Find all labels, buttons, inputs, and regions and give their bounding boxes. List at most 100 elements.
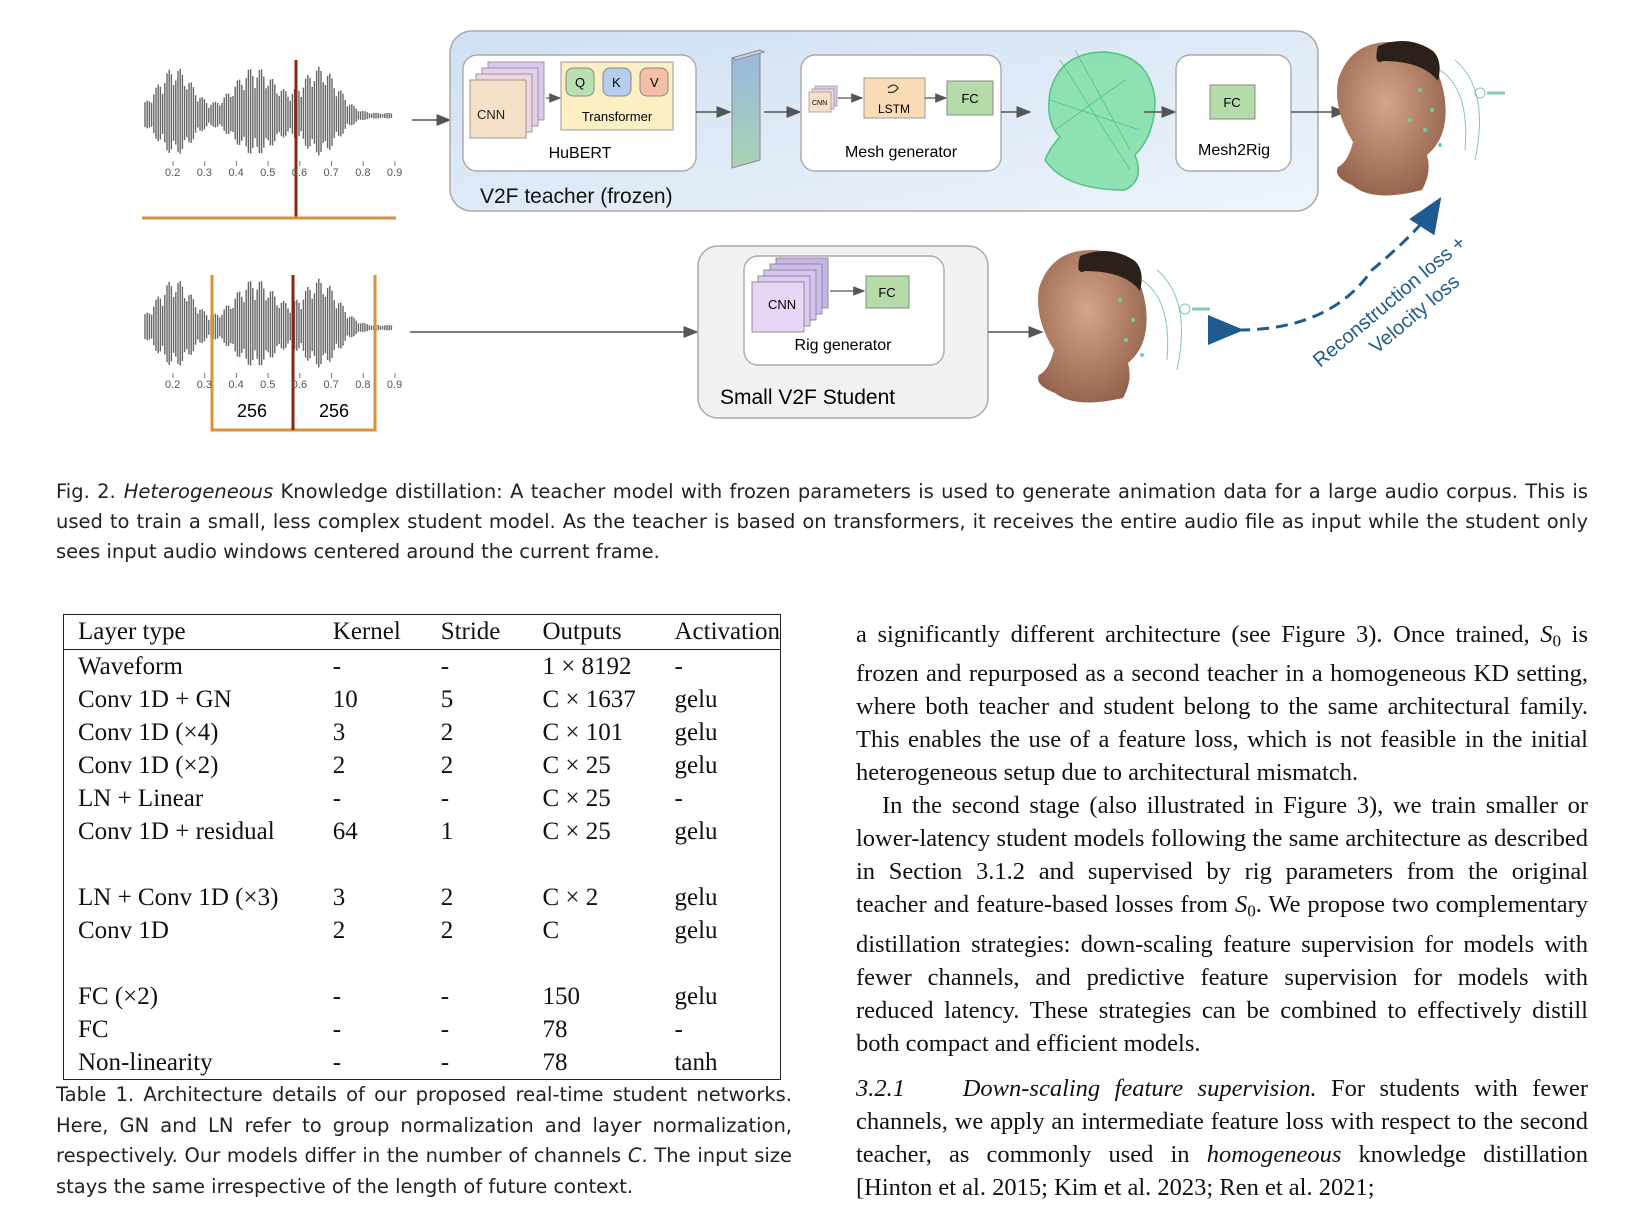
student-box: CNN FC Rig generator Small V2F Student <box>697 245 989 419</box>
cell-outputs: C × 25 <box>542 817 611 845</box>
teacher-tick-label: 0.6 <box>292 167 307 179</box>
cell-kernel: - <box>332 652 342 680</box>
header-activation: Activation <box>660 615 780 650</box>
header-kernel: Kernel <box>318 615 427 650</box>
cell-activation: gelu <box>674 817 718 845</box>
cell-stride: 2 <box>440 718 454 746</box>
p3-text-b: knowledge distillation [Hinton et al. 20… <box>856 1140 1588 1201</box>
p1-text-a: a significantly different architecture (… <box>856 621 1541 648</box>
cell-outputs: C × 101 <box>542 718 624 746</box>
loss-connector: Reconstruction loss + Velocity loss <box>1207 196 1470 372</box>
p2-symbol: S <box>1234 891 1248 919</box>
cell-kernel: 10 <box>332 685 358 713</box>
cell-activation: - <box>674 784 683 812</box>
cell-stride: 2 <box>440 883 454 911</box>
body-text: a significantly different architecture (… <box>856 618 1588 1204</box>
teacher-tick-label: 0.2 <box>165 167 180 179</box>
p3-text-a: For students with fewer channels, we app… <box>856 1074 1588 1168</box>
feature-bar <box>730 49 766 169</box>
table-caption-text: Table 1. Architecture details of our pro… <box>56 1083 792 1167</box>
cell-kernel: - <box>332 784 342 812</box>
teacher-tick-label: 0.8 <box>355 167 370 179</box>
table-caption-var: C <box>627 1144 642 1167</box>
cell-layer-type: Conv 1D + GN <box>78 685 232 713</box>
paragraph-3: 3.2.1 Down-scaling feature supervision. … <box>856 1072 1588 1204</box>
student-tick-label: 0.2 <box>165 379 180 391</box>
cell-kernel: - <box>332 982 342 1010</box>
table-caption-end: . The input size stays the same irrespec… <box>56 1144 793 1198</box>
cell-activation: gelu <box>674 883 718 911</box>
mesh-generator-block: CNN LSTM FC Mesh generator <box>800 54 1002 172</box>
cell-stride: 2 <box>440 751 454 779</box>
p1-text-b: is frozen and repurposed as a second tea… <box>856 621 1588 787</box>
student-tick-label: 0.3 <box>197 379 212 391</box>
teacher-tick-label: 0.4 <box>228 167 243 179</box>
cell-stride: - <box>440 1048 450 1076</box>
cell-stride <box>427 848 529 881</box>
cell-kernel: - <box>332 1015 342 1043</box>
cell-layer-type: Conv 1D (×2) <box>78 751 219 779</box>
cell-layer-type: FC <box>78 1015 109 1043</box>
teacher-tick-label: 0.5 <box>260 167 275 179</box>
cell-outputs: C × 25 <box>542 751 611 779</box>
p1-subscript: 0 <box>1552 631 1562 651</box>
figure-caption-label: Fig. 2. <box>56 480 116 503</box>
cell-activation: gelu <box>674 916 718 944</box>
section-title: Down-scaling feature supervision. <box>962 1074 1317 1102</box>
cell-layer-type: Conv 1D (×4) <box>78 718 219 746</box>
table-row <box>64 848 780 881</box>
cell-outputs: 78 <box>542 1015 568 1043</box>
cell-layer-type: LN + Linear <box>78 784 204 812</box>
cell-stride <box>427 947 529 980</box>
cell-stride: 5 <box>440 685 454 713</box>
cell-layer-type <box>64 848 319 881</box>
paragraph-2: In the second stage (also illustrated in… <box>856 789 1588 1059</box>
cell-activation <box>660 947 780 980</box>
cell-stride: - <box>440 982 450 1010</box>
cell-activation: gelu <box>674 982 718 1010</box>
hubert-block: CNN Q K V Transformer HuBERT <box>462 54 697 172</box>
table-row: FC--78- <box>64 1013 780 1046</box>
cell-layer-type: Conv 1D + residual <box>78 817 275 845</box>
section-number: 3.2.1 <box>856 1074 905 1102</box>
cell-activation: gelu <box>674 718 718 746</box>
mesh-cnn-label: CNN <box>812 100 827 107</box>
value-label: V <box>650 75 659 90</box>
past-window-size: 256 <box>237 401 267 421</box>
cell-kernel: - <box>332 1048 342 1076</box>
hubert-cnn-label: CNN <box>477 107 505 122</box>
rig-fc-label: FC <box>878 285 895 300</box>
student-output-head <box>1038 250 1210 403</box>
cell-layer-type: Conv 1D <box>78 916 169 944</box>
table-caption: Table 1. Architecture details of our pro… <box>56 1080 792 1202</box>
transformer-label: Transformer <box>582 109 653 124</box>
mesh2rig-block: FC Mesh2Rig <box>1175 54 1292 172</box>
figure-caption-italic: Heterogeneous <box>123 480 274 503</box>
cell-kernel: 3 <box>332 883 346 911</box>
cell-stride: 1 <box>440 817 454 845</box>
cell-outputs <box>528 848 660 881</box>
teacher-box: V2F teacher (frozen) CNN Q K V Transform… <box>449 30 1319 212</box>
cell-kernel <box>319 848 427 881</box>
cell-stride: - <box>440 1015 450 1043</box>
mesh2rig-fc-label: FC <box>1223 95 1240 110</box>
p1-symbol: S <box>1540 621 1553 648</box>
table-row: LN + Linear--C × 25- <box>64 782 780 815</box>
cell-activation: - <box>674 652 683 680</box>
hubert-title: HuBERT <box>549 145 612 162</box>
cell-layer-type: FC (×2) <box>78 982 159 1010</box>
cell-activation: gelu <box>674 685 718 713</box>
cell-stride: - <box>440 652 450 680</box>
teacher-output-head <box>1336 41 1505 196</box>
cell-layer-type: Non-linearity <box>78 1048 213 1076</box>
student-tick-label: 0.8 <box>355 379 370 391</box>
cell-layer-type: LN + Conv 1D (×3) <box>78 883 279 911</box>
paragraph-1: a significantly different architecture (… <box>856 618 1588 789</box>
